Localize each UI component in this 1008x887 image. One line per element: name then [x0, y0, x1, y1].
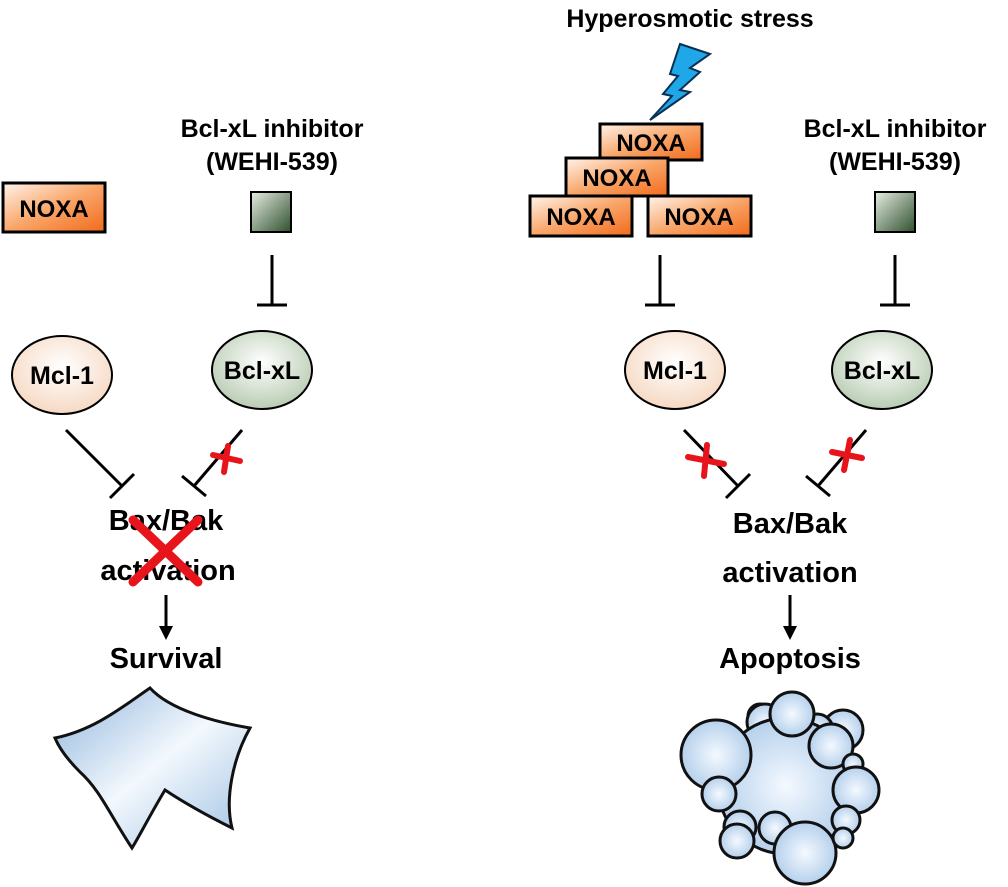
- bax-bak-label: Bax/Bak: [733, 508, 848, 540]
- inhibitor-square: [874, 191, 916, 233]
- arrow-down: [159, 595, 173, 640]
- noxa-box: NOXA: [1, 181, 107, 234]
- right-panel: Hyperosmotic stress NOXA NOXA NOXA NOXA …: [528, 5, 987, 886]
- noxa-stack: NOXA NOXA NOXA NOXA: [528, 122, 753, 238]
- svg-text:NOXA: NOXA: [546, 204, 615, 231]
- bclxl-node: Bcl-xL: [211, 330, 313, 410]
- svg-text:Bcl-xL: Bcl-xL: [224, 357, 300, 385]
- svg-text:NOXA: NOXA: [582, 165, 651, 192]
- survival-label: Survival: [110, 643, 223, 675]
- activation-label: activation: [722, 557, 857, 589]
- apoptosis-label: Apoptosis: [719, 643, 861, 675]
- mcl1-node: Mcl-1: [11, 335, 113, 415]
- mcl1-node: Mcl-1: [624, 330, 726, 410]
- svg-text:NOXA: NOXA: [664, 204, 733, 231]
- stimulus-label: Hyperosmotic stress: [566, 5, 813, 33]
- noxa-inhibition: [645, 255, 675, 307]
- bclxl-inhibition: [181, 429, 244, 498]
- svg-text:NOXA: NOXA: [616, 130, 685, 157]
- inhibition-arrow: [880, 255, 910, 307]
- mcl1-inhibition: [682, 428, 752, 500]
- svg-text:NOXA: NOXA: [19, 196, 88, 223]
- red-x-block: [128, 515, 203, 587]
- block-mark: [829, 437, 865, 473]
- arrow-down: [783, 595, 797, 640]
- lightning-icon: [649, 42, 713, 121]
- inhibition-arrow: [257, 255, 287, 307]
- left-panel: NOXA Bcl-xL inhibitor (WEHI-539) Mcl-1 B…: [1, 115, 364, 851]
- block-mark: [210, 443, 243, 475]
- svg-text:Mcl-1: Mcl-1: [30, 362, 94, 390]
- inhibitor-square: [250, 191, 292, 233]
- inhibitor-label: Bcl-xL inhibitor: [181, 115, 364, 143]
- svg-text:Bcl-xL: Bcl-xL: [844, 357, 920, 385]
- bclxl-node: Bcl-xL: [831, 330, 933, 410]
- inhibitor-name: (WEHI-539): [206, 148, 338, 176]
- activation-label: activation: [100, 555, 235, 587]
- block-mark: [685, 442, 727, 479]
- inhibitor-name: (WEHI-539): [829, 148, 961, 176]
- bax-bak-label: Bax/Bak: [109, 505, 224, 537]
- inhibitor-label: Bcl-xL inhibitor: [804, 115, 987, 143]
- svg-text:Mcl-1: Mcl-1: [643, 357, 707, 385]
- mcl1-inhibition: [64, 428, 136, 500]
- bclxl-inhibition: [805, 429, 868, 498]
- apoptotic-cell-blebs: [679, 690, 881, 886]
- healthy-cell-shape: [52, 686, 253, 851]
